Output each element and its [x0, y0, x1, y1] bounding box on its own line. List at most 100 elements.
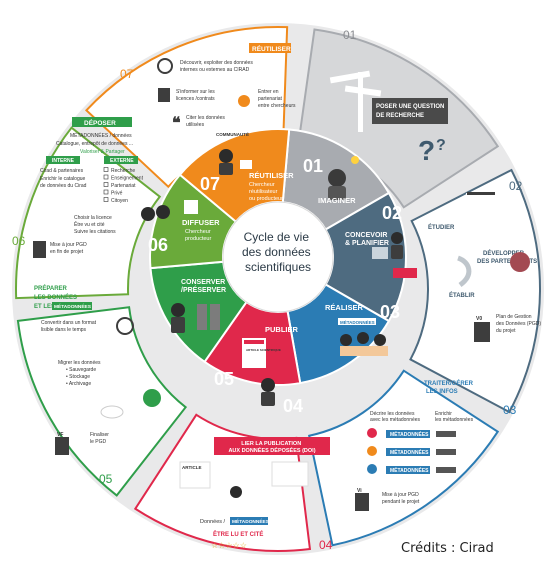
researcher-icon: [219, 149, 233, 163]
center-title-line-3: scientifiques: [245, 260, 311, 274]
outer-06-deposer: DÉPOSER: [84, 118, 116, 127]
outer-02: 02 ÉTUDIER DÉVELOPPER DES PARTENARIATS É…: [428, 179, 542, 342]
stage-05-number: 05: [214, 369, 234, 389]
checkbox-icon: [103, 189, 109, 195]
outer-04-title-box: [214, 437, 330, 455]
research-question-box: [372, 98, 448, 124]
stage-03-label: RÉALISER: [325, 303, 364, 312]
plan-board-icon: [372, 247, 388, 259]
outer-04-etre-lu: ÊTRE LU ET CITÉ: [213, 530, 263, 538]
externe-item: Partenariat: [111, 183, 136, 189]
pie-chart-icon: [367, 428, 377, 438]
contract-icon: [158, 88, 170, 102]
metadata-tag: [386, 466, 430, 474]
interne-tag: [46, 156, 80, 164]
outer-06: 06 DÉPOSER MÉTADONNÉES / données Catalog…: [12, 117, 144, 258]
outer-07-title: RÉUTILISER: [252, 44, 291, 53]
clock-icon: [116, 317, 134, 335]
book-icon: [393, 268, 417, 278]
outer-wedges: [15, 26, 541, 552]
outer-06-meta-line: MÉTADONNÉES / données: [70, 132, 132, 139]
disk-drive-icon: [143, 389, 161, 407]
researcher-icon: [156, 205, 170, 219]
outer-03: 03 TRAITER/GÉRER LES INFOS Décrire les d…: [355, 379, 517, 511]
data-files-icon: [271, 461, 309, 487]
pgd-doc-icon: [55, 437, 69, 455]
stage-03-number: 03: [380, 302, 400, 322]
outer-02-etablir: ÉTABLIR: [449, 291, 475, 299]
metadata-tag: [386, 448, 430, 456]
outer-01-number: 01: [343, 28, 357, 42]
outer-04-number: 04: [319, 538, 333, 552]
outer-02-etudier: ÉTUDIER: [428, 223, 455, 231]
outer-06-maj: Mise à jour PGD en fin de projet: [50, 242, 88, 255]
idea-bulb-icon: [351, 156, 359, 164]
pen-icon: [436, 449, 456, 455]
article-icon: [179, 461, 211, 489]
stage-06-label: DIFFUSER: [182, 218, 220, 227]
svg-text:INTERNE: INTERNE: [52, 158, 75, 164]
svg-text:MÉTADONNÉES: MÉTADONNÉES: [232, 517, 270, 525]
quote-icon: ❝: [172, 115, 181, 132]
stage-07: 07 RÉUTILISER Chercheur réutilisateur ou…: [200, 149, 294, 202]
outer-03-title: TRAITER/GÉRER LES INFOS: [424, 379, 475, 395]
pgd-doc-icon: [474, 322, 490, 342]
outer-06-catalogue: Catalogue, entrepôt de données ...: [56, 141, 133, 147]
server-icon: [210, 304, 220, 330]
researcher-icon: [230, 486, 242, 498]
stage-02: 02 CONCEVOIR & PLANIFIER: [345, 203, 417, 278]
server-icon: [197, 304, 207, 330]
outer-06-number: 06: [12, 234, 26, 248]
stage-04-label: PUBLIER: [265, 325, 299, 334]
researcher-icon: [374, 334, 386, 346]
externe-item: Enseignement: [111, 176, 144, 182]
pgd-doc-icon: [355, 493, 369, 511]
metadata-tag: [230, 517, 268, 525]
outer-03-enrichir: Enrichir les métadonnées: [435, 411, 474, 423]
outer-04-title: LIER LA PUBLICATION AUX DONNÉES DÉPOSÉES…: [228, 441, 315, 454]
outer-06-interne-items: Cirad & partenaires Enrichir le catalogu…: [40, 168, 87, 189]
outer-05: 05 PRÉPARER LES DONNÉES ET LES MÉTADONNÉ…: [34, 284, 161, 486]
stage-07-number: 07: [200, 174, 220, 194]
outer-07-communaute: COMMUNAUTÉ: [216, 130, 249, 137]
pgd-doc-icon: [33, 241, 46, 258]
center-disk: [223, 202, 333, 312]
stage-07-label: RÉUTILISER: [249, 171, 294, 180]
outer-02-pgd: Plan de Gestion des Données (PGD) du pro…: [496, 314, 542, 334]
outer-04-donnees: Données /: [200, 519, 226, 525]
rating-stars-icon: ☆☆☆☆☆: [211, 541, 247, 550]
stage-05: 05 CONSERVER /PRÉSERVER: [171, 279, 234, 389]
metadata-tag: [338, 318, 376, 325]
svg-text:MÉTADONNÉES: MÉTADONNÉES: [340, 318, 375, 325]
svg-text:ARTICLE: ARTICLE: [182, 465, 202, 470]
laptop-icon: [240, 160, 252, 169]
outer-05-title: PRÉPARER LES DONNÉES ET LES: [34, 284, 79, 310]
center-title-line-1: Cycle de vie: [244, 230, 310, 244]
cloud-icon: [100, 405, 124, 419]
outer-07-informer: S'informer sur les licences /contrats: [176, 89, 216, 102]
outer-06-title-box: [72, 117, 132, 127]
pen-icon: [436, 467, 456, 473]
stage-02-number: 02: [382, 203, 402, 223]
data-sheet-icon: [184, 200, 198, 214]
checkbox-icon: [103, 182, 109, 187]
credits-label: Crédits : Cirad: [401, 541, 494, 556]
researcher-icon: [141, 207, 155, 221]
outer-03-decrire: Décrire les données avec les métadonnées: [370, 411, 421, 423]
outer-05-migrer: Migrer les données: [58, 360, 101, 366]
pie-chart-icon: [367, 464, 377, 474]
stage-04: 04 PUBLIER ARTICLE SCIENTIFIQUE: [242, 325, 303, 416]
externe-item: Privé: [111, 191, 123, 197]
externe-item: Citoyen: [111, 198, 128, 204]
stage-04-number: 04: [283, 396, 303, 416]
svg-text:Vi: Vi: [357, 488, 362, 494]
outer-05-number: 05: [99, 472, 113, 486]
checkbox-icon: [103, 174, 109, 180]
outer-06-licence: Choisir la licence Être vu et cité Suivr…: [74, 215, 116, 235]
stage-05-label: CONSERVER /PRÉSERVER: [181, 279, 227, 294]
outer-02-number: 02: [509, 179, 523, 193]
stage-07-sub: Chercheur réutilisateur ou producteur: [249, 182, 283, 202]
outer-05-bullets: • Sauvegarde • Stockage • Archivage: [66, 367, 98, 387]
outer-07-title-box: [249, 43, 291, 53]
